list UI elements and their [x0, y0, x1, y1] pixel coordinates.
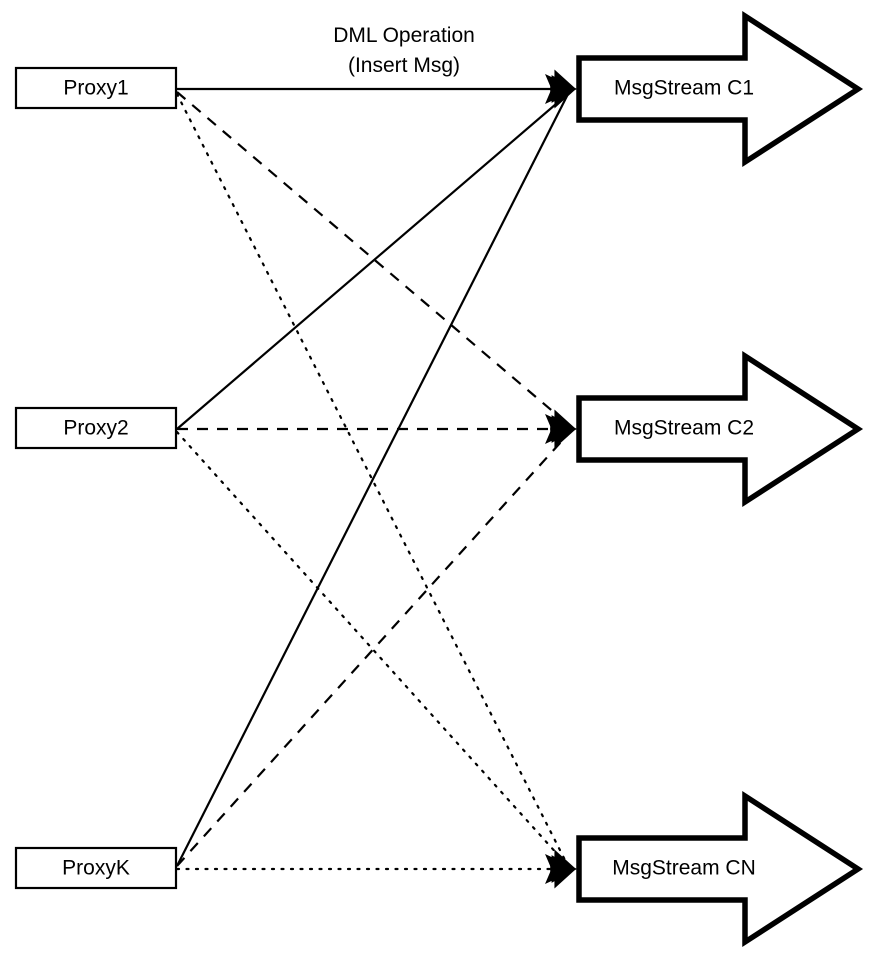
arrowhead-barb-2	[550, 87, 576, 98]
arrowhead-barb-5	[554, 409, 576, 429]
arrowhead-barb-0	[554, 869, 576, 889]
proxy-node-proxyk[interactable]: ProxyK	[14, 846, 178, 890]
dml-operation-label-line2: (Insert Msg)	[348, 54, 460, 77]
msgstream-block-arrow[interactable]	[576, 10, 864, 168]
msgstream-nodes-layer: MsgStream C1 MsgStream C2 MsgStream CN	[576, 10, 864, 948]
arrowhead-barb-0	[554, 89, 576, 109]
msgstream-block-arrow[interactable]	[576, 790, 864, 948]
arrowhead-barb-2	[550, 427, 576, 438]
arrowheads-layer	[545, 69, 578, 889]
proxy-label: Proxy2	[63, 417, 128, 440]
proxy-node-proxy2[interactable]: Proxy2	[14, 406, 178, 450]
arrowhead-head-c1	[545, 69, 578, 109]
proxy-box[interactable]	[14, 846, 178, 890]
connections-layer	[175, 87, 574, 871]
msgstream-node-stream_c2[interactable]: MsgStream C2	[576, 350, 864, 508]
arrowhead-barb-5	[554, 849, 576, 869]
arrowhead-barb-2	[550, 867, 576, 878]
msgstream-label: MsgStream C2	[614, 417, 754, 440]
connection-proxyk-to-c1	[176, 93, 569, 867]
dml-operation-label: DML Operation (Insert Msg)	[333, 24, 475, 77]
arrowhead-barb-5	[554, 69, 576, 89]
msgstream-block-arrow[interactable]	[576, 350, 864, 508]
proxy-node-proxy1[interactable]: Proxy1	[14, 66, 178, 110]
proxy-label: Proxy1	[63, 77, 128, 100]
msgstream-label: MsgStream CN	[612, 857, 756, 880]
dml-operation-label-line1: DML Operation	[333, 24, 475, 47]
connection-proxy2-to-cn	[175, 430, 570, 868]
connection-proxy1-to-cn	[175, 92, 570, 868]
msgstream-label: MsgStream C1	[614, 77, 754, 100]
arrowhead-barb-0	[554, 429, 576, 449]
proxy-box[interactable]	[14, 406, 178, 450]
arrowhead-head-cn	[545, 849, 578, 889]
msgstream-node-stream_cn[interactable]: MsgStream CN	[576, 790, 864, 948]
msgstream-node-stream_c1[interactable]: MsgStream C1	[576, 10, 864, 168]
connection-proxy1-to-c2	[176, 91, 571, 427]
connection-proxyk-to-c2	[176, 431, 571, 867]
proxy-box[interactable]	[14, 66, 178, 110]
connection-proxy2-to-c1	[176, 91, 571, 430]
proxy-label: ProxyK	[62, 857, 130, 880]
arrowhead-head-c2	[545, 409, 578, 449]
